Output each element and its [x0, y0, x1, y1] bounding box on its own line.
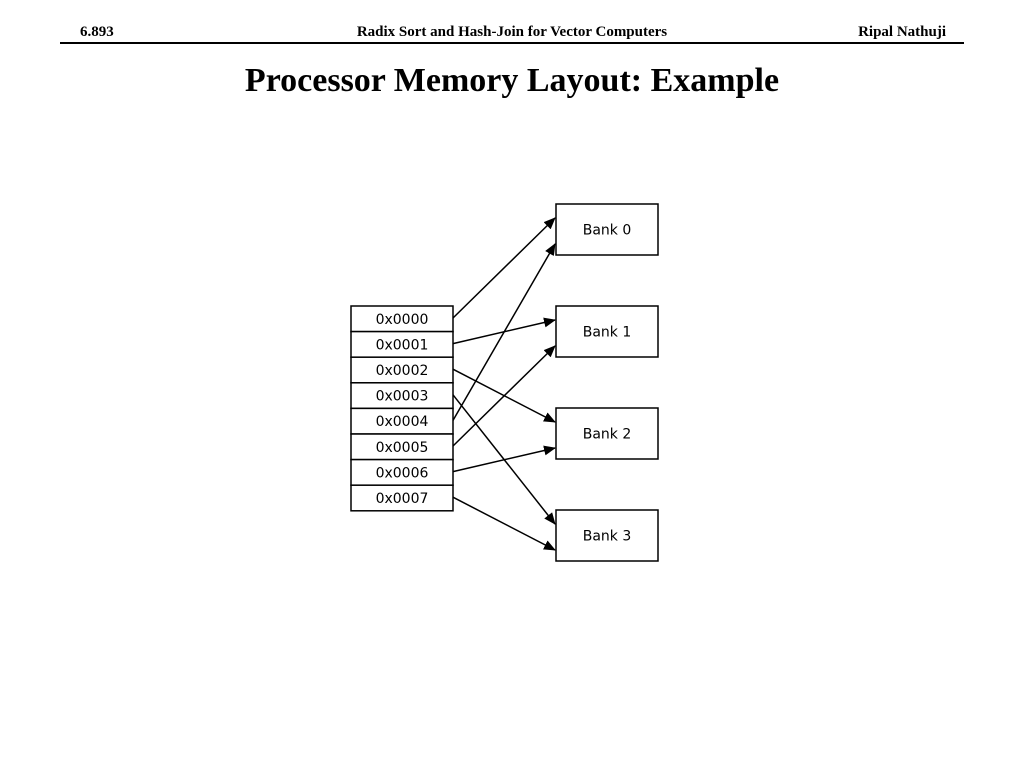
mapping-arrow [452, 496, 556, 551]
address-label: 0x0000 [376, 312, 429, 328]
bank-label: Bank 3 [583, 529, 632, 545]
course-number: 6.893 [80, 24, 114, 40]
address-cell [350, 484, 454, 512]
address-label: 0x0005 [376, 440, 429, 456]
address-label: 0x0003 [376, 389, 429, 405]
bank-box [555, 407, 659, 460]
address-column: 0x0000 0x0001 0x0002 0x0003 0x0004 0x0005 0x00… [350, 305, 454, 512]
address-label: 0x0002 [376, 363, 429, 379]
lecture-title: Radix Sort and Hash-Join for Vector Comp… [356, 24, 668, 40]
address-cell [350, 458, 454, 486]
bank-label: Bank 1 [583, 325, 632, 341]
bank-box [555, 509, 659, 562]
bank-box [555, 203, 659, 256]
address-label: 0x0001 [376, 337, 429, 353]
slide-title: Processor Memory Layout: Example [244, 62, 780, 99]
bank-column: Bank 0 Bank 1 Bank 2 Bank 3 [555, 203, 659, 562]
address-cell [350, 330, 454, 358]
slide-header: 6.893 Radix Sort and Hash-Join for Vecto… [60, 22, 964, 44]
bank-box [555, 305, 659, 358]
address-label: 0x0006 [376, 465, 429, 481]
mapping-arrow [452, 445, 556, 473]
address-cell [350, 407, 454, 435]
mapping-arrows [452, 217, 556, 551]
bank-label: Bank 2 [583, 427, 632, 443]
address-label: 0x0007 [376, 491, 429, 507]
mapping-arrow [452, 345, 556, 447]
author-name: Ripal Nathuji [858, 24, 946, 40]
address-cell [350, 433, 454, 461]
address-cell [350, 356, 454, 384]
mapping-arrow [452, 243, 556, 421]
bank-label: Bank 0 [583, 223, 632, 239]
mapping-arrow [452, 217, 556, 319]
address-label: 0x0004 [376, 414, 429, 430]
